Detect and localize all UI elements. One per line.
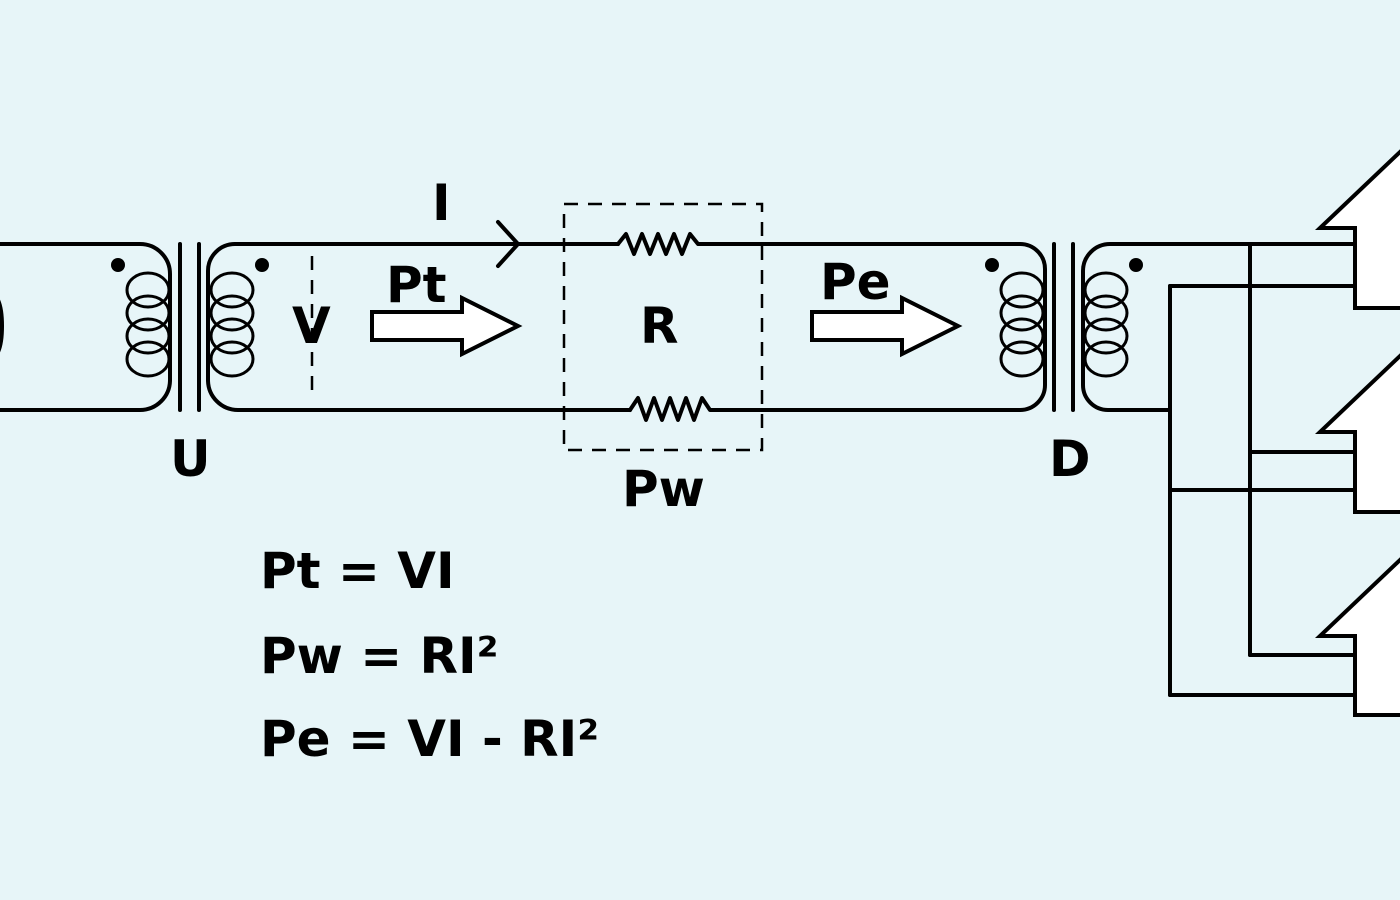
step-down-transformer-label: D [1049, 430, 1091, 488]
house-2-icon [1314, 353, 1400, 514]
step-up-primary-dot [111, 258, 125, 272]
power-wasted-label: Pw [622, 460, 705, 518]
transmission-line [206, 232, 1047, 422]
step-down-secondary-coil [1083, 271, 1129, 378]
house-1-icon [1314, 149, 1400, 310]
resistor-top [616, 232, 1022, 256]
step-down-primary-dot [985, 258, 999, 272]
voltage-label: V [292, 297, 331, 355]
power-delivered-arrow-icon [810, 294, 963, 358]
equation-power-delivered: Pe = VI - RI² [260, 710, 599, 768]
current-label: I [432, 174, 451, 232]
power-transmitted-label: Pt [386, 256, 447, 314]
step-down-secondary-dot [1129, 258, 1143, 272]
step-down-primary-coil [999, 271, 1045, 378]
generator-loop [0, 242, 172, 412]
power-transmitted-arrow-icon [370, 294, 523, 358]
power-delivered-label: Pe [820, 253, 891, 311]
equation-power-wasted: Pw = RI² [260, 627, 499, 685]
resistance-box [562, 202, 764, 452]
step-up-secondary-coil [209, 271, 255, 378]
step-up-primary-coil [125, 271, 171, 378]
resistor-bottom [628, 396, 1022, 422]
step-up-secondary-dot [255, 258, 269, 272]
equation-power-transmitted: Pt = VI [260, 542, 455, 600]
step-down-transformer [985, 242, 1143, 412]
generator-symbol [0, 299, 5, 353]
distribution-wiring [1081, 242, 1400, 697]
current-arrow-icon [496, 220, 520, 268]
house-3-icon [1314, 557, 1400, 717]
step-up-transformer-label: U [170, 430, 211, 488]
step-up-transformer [111, 242, 269, 412]
resistance-label: R [640, 297, 679, 355]
